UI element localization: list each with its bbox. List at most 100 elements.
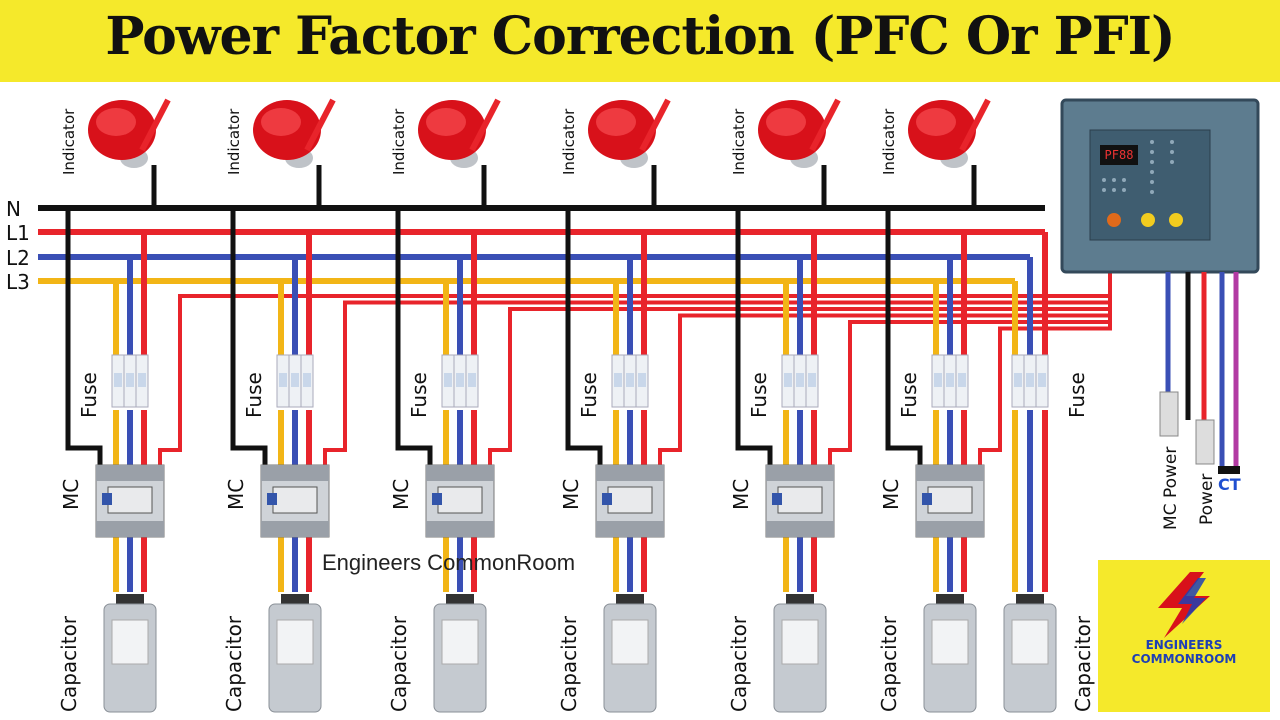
lightning-icon xyxy=(1158,572,1210,638)
fuse-label: Fuse xyxy=(77,372,101,418)
contactor-label xyxy=(432,493,442,505)
capacitor-terminals xyxy=(446,594,474,606)
indicator-lamp xyxy=(253,98,336,168)
indicator-highlight xyxy=(766,108,806,136)
down-button-icon xyxy=(1169,213,1183,227)
ct-label: CT xyxy=(1218,475,1241,494)
ct-terminal xyxy=(1218,466,1240,474)
page-title: Power Factor Correction (PFC Or PFI) xyxy=(105,6,1175,67)
capacitor xyxy=(773,594,827,713)
fuse-window xyxy=(303,373,311,387)
mc-label: MC xyxy=(224,479,248,510)
contactor-top xyxy=(766,465,834,481)
menu-button-icon xyxy=(1107,213,1121,227)
capacitor-sticker xyxy=(611,619,649,665)
fuse-label: Fuse xyxy=(747,372,771,418)
mc-label: MC xyxy=(59,479,83,510)
indicator-lead xyxy=(469,98,501,152)
capacitor-label: Capacitor xyxy=(1071,615,1095,712)
fuse-window xyxy=(126,373,134,387)
contactor-label xyxy=(772,493,782,505)
capacitor-label: Capacitor xyxy=(727,615,751,712)
contactor-face xyxy=(107,486,153,514)
contactor-top xyxy=(426,465,494,481)
fuse-window xyxy=(456,373,464,387)
indicator-highlight xyxy=(96,108,136,136)
capacitor-branches: IndicatorFuseMCCapacitorIndicatorFuseMCC… xyxy=(57,98,991,713)
coil-neutral-wire xyxy=(65,208,103,470)
fuse-window xyxy=(444,373,452,387)
fuse-window xyxy=(934,373,942,387)
capacitor xyxy=(433,594,487,713)
fuse-block xyxy=(931,354,969,408)
bus-label-l2: L2 xyxy=(6,246,30,270)
contactor-face xyxy=(607,486,653,514)
l3-drop xyxy=(760,278,789,355)
watermark: Engineers CommonRoom xyxy=(322,550,576,575)
coil-neutral-wire xyxy=(885,208,923,470)
indicator-lamp xyxy=(758,98,841,168)
indicator-highlight xyxy=(426,108,466,136)
bus-bars xyxy=(38,205,1045,284)
contactor xyxy=(595,464,665,538)
fuse-window xyxy=(784,373,792,387)
capacitor xyxy=(103,594,157,713)
fuse-window xyxy=(1026,373,1034,387)
contactor-bottom xyxy=(766,521,834,537)
capacitor-sticker xyxy=(441,619,479,665)
control-wire xyxy=(978,287,1112,470)
fuse-label: Fuse xyxy=(897,372,921,418)
indicator-highlight xyxy=(261,108,301,136)
fuse-block xyxy=(1011,354,1049,408)
mc-label: MC xyxy=(879,479,903,510)
capacitor-terminals xyxy=(616,594,644,606)
coil-neutral-wire xyxy=(230,208,268,470)
capacitor-label: Capacitor xyxy=(57,615,81,712)
contactor-bottom xyxy=(596,521,664,537)
contactor xyxy=(95,464,165,538)
fuse-window xyxy=(614,373,622,387)
indicator-label: Indicator xyxy=(880,108,898,175)
fuse-window xyxy=(946,373,954,387)
fuse-window xyxy=(1038,373,1046,387)
contactor-face xyxy=(927,486,973,514)
indicator-lead xyxy=(639,98,671,152)
fuse-block xyxy=(781,354,819,408)
fuse-window xyxy=(638,373,646,387)
capacitor xyxy=(923,594,977,713)
logo-text: ENGINEERS COMMONROOM xyxy=(1098,638,1270,666)
capacitor xyxy=(603,594,657,713)
l3-drop xyxy=(90,278,119,355)
capacitor-terminals xyxy=(786,594,814,606)
coil-neutral-wire xyxy=(395,208,433,470)
indicator-lamp xyxy=(418,98,501,168)
capacitor-terminals xyxy=(1016,594,1044,606)
logo-line-2: COMMONROOM xyxy=(1131,652,1237,666)
fuse-window xyxy=(138,373,146,387)
controller-leds xyxy=(1102,140,1174,194)
fuse-window xyxy=(1014,373,1022,387)
indicator-lamp xyxy=(908,98,991,168)
bus-labels: N L1 L2 L3 xyxy=(6,197,30,294)
contactor xyxy=(425,464,495,538)
contactor-top xyxy=(596,465,664,481)
indicator-label: Indicator xyxy=(730,108,748,175)
contactor-bottom xyxy=(261,521,329,537)
power-breaker xyxy=(1195,419,1215,465)
capacitor xyxy=(1003,594,1057,713)
l3-drop xyxy=(255,278,284,355)
logo-line-1: ENGINEERS xyxy=(1145,638,1223,652)
fuse-window xyxy=(468,373,476,387)
indicator-highlight xyxy=(596,108,636,136)
capacitor xyxy=(268,594,322,713)
indicator-lamp xyxy=(88,98,171,168)
l3-drop xyxy=(590,278,619,355)
fuse-window xyxy=(808,373,816,387)
contactor-label xyxy=(602,493,612,505)
